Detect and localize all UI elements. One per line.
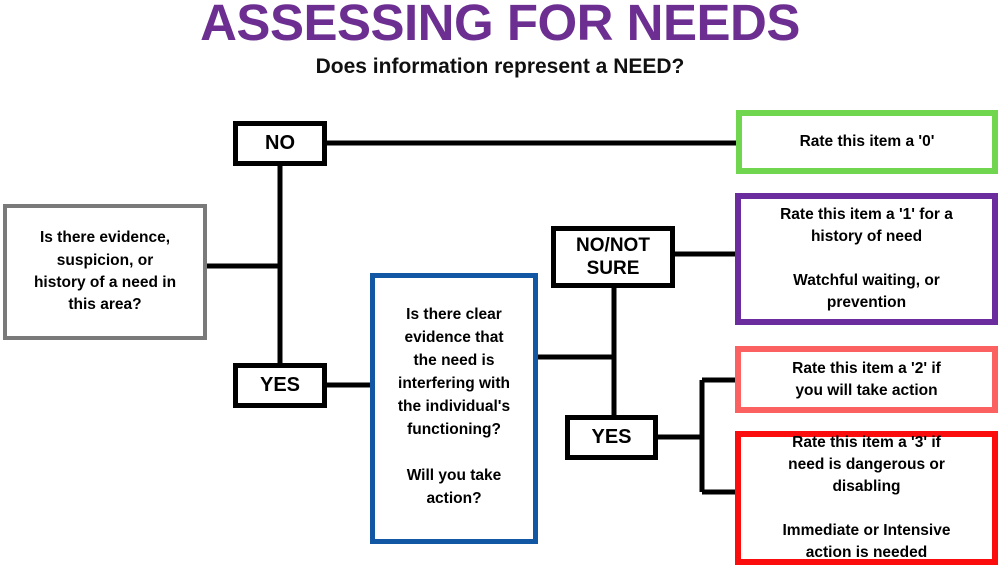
node-branch-no[interactable]: NO <box>233 121 327 166</box>
node-branch-no-not-sure-label: NO/NOT SURE <box>576 234 650 279</box>
node-outcome-rate-2-label: Rate this item a '2' if you will take ac… <box>792 359 941 399</box>
node-clear-evidence-question[interactable]: Is there clear evidence that the need is… <box>370 273 538 544</box>
node-branch-no-not-sure[interactable]: NO/NOT SURE <box>551 226 675 288</box>
page-subtitle: Does information represent a NEED? <box>315 55 685 78</box>
node-branch-no-label: NO <box>265 132 295 154</box>
node-outcome-rate-0-label: Rate this item a '0' <box>799 133 935 151</box>
node-branch-yes-label: YES <box>259 374 301 396</box>
node-outcome-rate-1[interactable]: Rate this item a '1' for a history of ne… <box>735 193 998 325</box>
node-branch-yes-2-label: YES <box>591 426 632 448</box>
node-outcome-rate-1-label: Rate this item a '1' for a history of ne… <box>780 206 953 311</box>
node-clear-evidence-label: Is there clear evidence that the need is… <box>397 306 511 507</box>
node-outcome-rate-0[interactable]: Rate this item a '0' <box>736 110 998 174</box>
node-outcome-rate-2[interactable]: Rate this item a '2' if you will take ac… <box>735 346 998 413</box>
node-outcome-rate-3-label: Rate this item a '3' if need is dangerou… <box>782 434 951 561</box>
node-branch-yes[interactable]: YES <box>233 363 327 408</box>
node-branch-yes-2[interactable]: YES <box>565 415 658 460</box>
page-title: ASSESSING FOR NEEDS <box>200 0 800 51</box>
node-start-question[interactable]: Is there evidence, suspicion, or history… <box>3 204 207 340</box>
node-start-question-label: Is there evidence, suspicion, or history… <box>33 229 177 314</box>
node-outcome-rate-3[interactable]: Rate this item a '3' if need is dangerou… <box>735 431 998 565</box>
